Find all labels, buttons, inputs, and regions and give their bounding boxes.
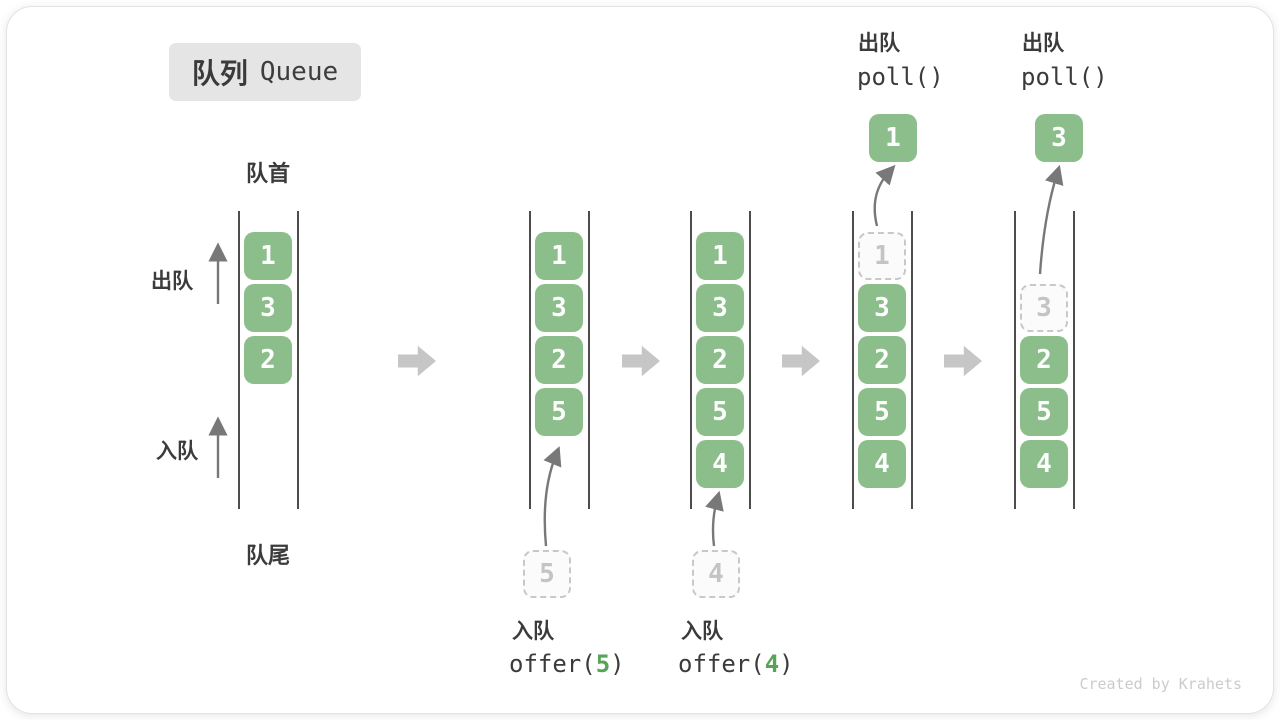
queue-wall-left: [690, 211, 692, 509]
queue-cell: 3: [244, 284, 292, 332]
code-open: offer(: [678, 650, 765, 678]
title-en: Queue: [259, 57, 339, 87]
code-arg: 4: [764, 650, 780, 678]
code-close: ): [779, 650, 794, 678]
queue-cell: 1: [244, 232, 292, 280]
queue-cell: 5: [1020, 388, 1068, 436]
code-open: offer(: [509, 650, 596, 678]
queue-wall-right: [588, 211, 590, 509]
queue-wall-left: [238, 211, 240, 509]
enqueue-code-1: offer(5): [509, 650, 625, 678]
queue-wall-right: [911, 211, 913, 509]
queue-cell-removed: 3: [1020, 284, 1068, 332]
queue-cell: 2: [535, 336, 583, 384]
label-queue-front: 队首: [245, 161, 290, 186]
pending-cell-4: 4: [692, 550, 740, 598]
label-dequeue-left: 出队: [151, 270, 193, 293]
queue-wall-left: [1014, 211, 1016, 509]
queue-wall-right: [1073, 211, 1075, 509]
queue-cell: 5: [858, 388, 906, 436]
code-arg: 5: [595, 650, 611, 678]
queue-cell: 3: [696, 284, 744, 332]
queue-cell: 4: [1020, 440, 1068, 488]
queue-wall-right: [297, 211, 299, 509]
enqueue-label-2: 入队: [681, 620, 723, 643]
queue-cell: 2: [244, 336, 292, 384]
poll-label-2: 出队: [1022, 32, 1064, 55]
queue-cell: 2: [858, 336, 906, 384]
queue-cell: 1: [696, 232, 744, 280]
queue-wall-left: [529, 211, 531, 509]
enqueue-code-2: offer(4): [678, 650, 794, 678]
enqueue-label-1: 入队: [512, 620, 554, 643]
queue-cell: 3: [535, 284, 583, 332]
queue-cell: 4: [858, 440, 906, 488]
poll-code-2: poll(): [1021, 63, 1108, 91]
poll-label-1: 出队: [858, 32, 900, 55]
watermark: Created by Krahets: [1079, 675, 1242, 693]
polled-cell-1: 1: [869, 114, 917, 162]
label-enqueue-left: 入队: [156, 440, 198, 463]
label-queue-rear: 队尾: [245, 543, 290, 568]
polled-cell-3: 3: [1035, 114, 1083, 162]
queue-cell-removed: 1: [858, 232, 906, 280]
pending-cell-5: 5: [523, 550, 571, 598]
queue-cell: 2: [1020, 336, 1068, 384]
poll-code-1: poll(): [857, 63, 944, 91]
queue-cell: 4: [696, 440, 744, 488]
title-zh: 队列: [191, 58, 248, 89]
title-badge: 队列 Queue: [169, 43, 361, 101]
queue-cell: 1: [535, 232, 583, 280]
queue-wall-right: [749, 211, 751, 509]
queue-cell: 5: [535, 388, 583, 436]
code-close: ): [610, 650, 625, 678]
queue-cell: 5: [696, 388, 744, 436]
queue-wall-left: [852, 211, 854, 509]
queue-cell: 3: [858, 284, 906, 332]
queue-cell: 2: [696, 336, 744, 384]
